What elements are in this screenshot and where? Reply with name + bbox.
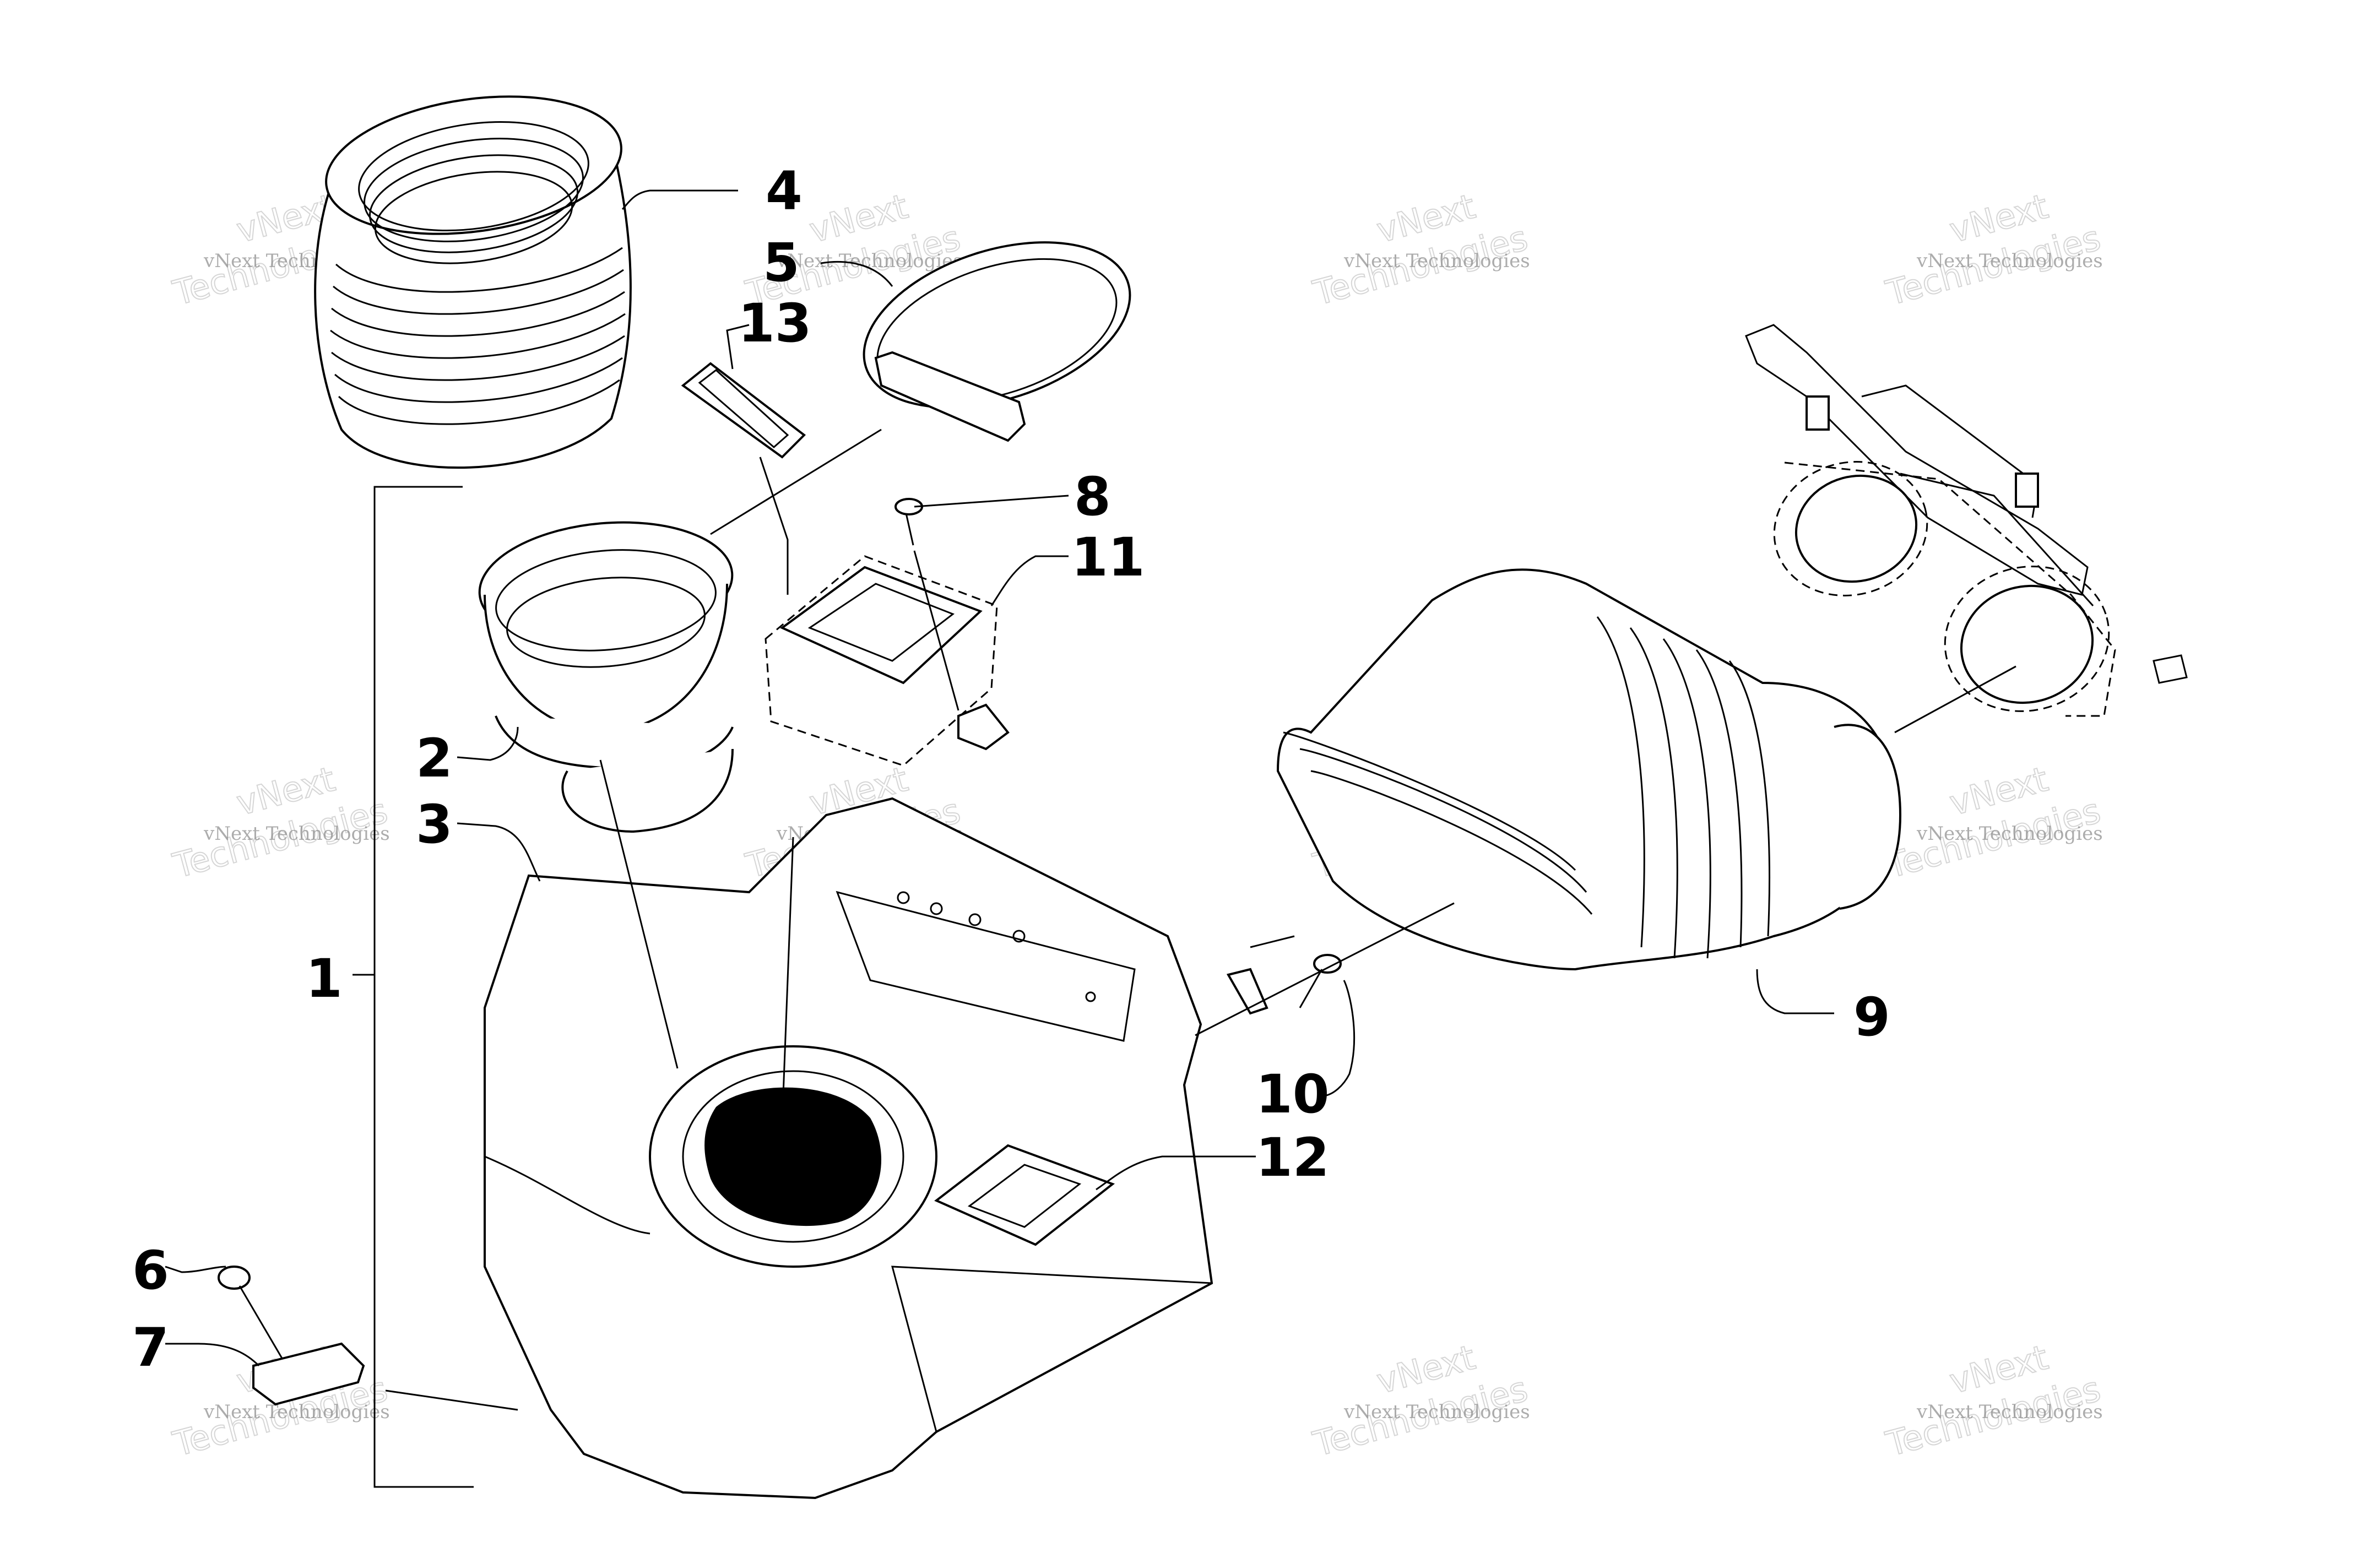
- bellows-boot-part-4: [314, 95, 632, 469]
- leader-lines: [165, 189, 2016, 1411]
- watermark-text: vNext Technologies: [1343, 1401, 1530, 1423]
- throttle-body-assembly: [1745, 324, 2188, 717]
- screw-part-8: [894, 498, 959, 711]
- watermark: vNext Technologies: [168, 758, 392, 887]
- callout-6: 6: [132, 1240, 169, 1301]
- watermark: vNext Technologies: [1881, 186, 2105, 314]
- clip-part-7: [252, 1342, 365, 1406]
- callout-8: 8: [1074, 466, 1111, 528]
- callout-13: 13: [738, 292, 812, 354]
- callout-10: 10: [1256, 1063, 1330, 1125]
- callout-5: 5: [763, 232, 800, 294]
- strap-part-13: [681, 362, 806, 459]
- watermark-text: vNext Technologies: [1916, 250, 2103, 272]
- watermark-text: vNext Technologies: [1916, 1401, 2103, 1423]
- callout-9: 9: [1853, 986, 1890, 1048]
- watermark-text: vNext Technologies: [1916, 823, 2103, 845]
- watermark: vNext Technologies: [1308, 186, 1532, 314]
- callout-11: 11: [1071, 526, 1145, 588]
- decal-part-11: [765, 555, 1010, 767]
- callout-1: 1: [306, 948, 343, 1009]
- callout-labels: 1 2 3 4 5 6 7 8 9 10 11 12 13: [132, 160, 1890, 1378]
- decal-part-12: [934, 1144, 1115, 1246]
- watermark: vNext Technologies: [1881, 758, 2105, 887]
- rivet-part-6: [218, 1266, 288, 1366]
- watermark-text: vNext Technologies: [203, 823, 390, 845]
- watermark: vNext Technologies: [1881, 1337, 2105, 1465]
- hardware-part-10: [1226, 935, 1342, 1015]
- watermark-text: vNext Technologies: [1343, 250, 1530, 272]
- callout-2: 2: [416, 727, 453, 789]
- intake-duct-part-9: [1276, 568, 1902, 971]
- callout-3: 3: [416, 794, 453, 855]
- callout-4: 4: [766, 160, 803, 222]
- callout-7: 7: [132, 1317, 169, 1378]
- callout-12: 12: [1256, 1127, 1330, 1188]
- assembly-bracket: [353, 486, 474, 1488]
- airbox-opening: [704, 1087, 881, 1226]
- clamp-part-5: [863, 241, 1131, 442]
- watermark: vNext Technologies: [1308, 1337, 1532, 1465]
- watermark-text: vNext Technologies: [203, 1401, 390, 1423]
- intake-adapter-part-2: [478, 521, 734, 833]
- airbox-housing-part-3: [484, 797, 1213, 1500]
